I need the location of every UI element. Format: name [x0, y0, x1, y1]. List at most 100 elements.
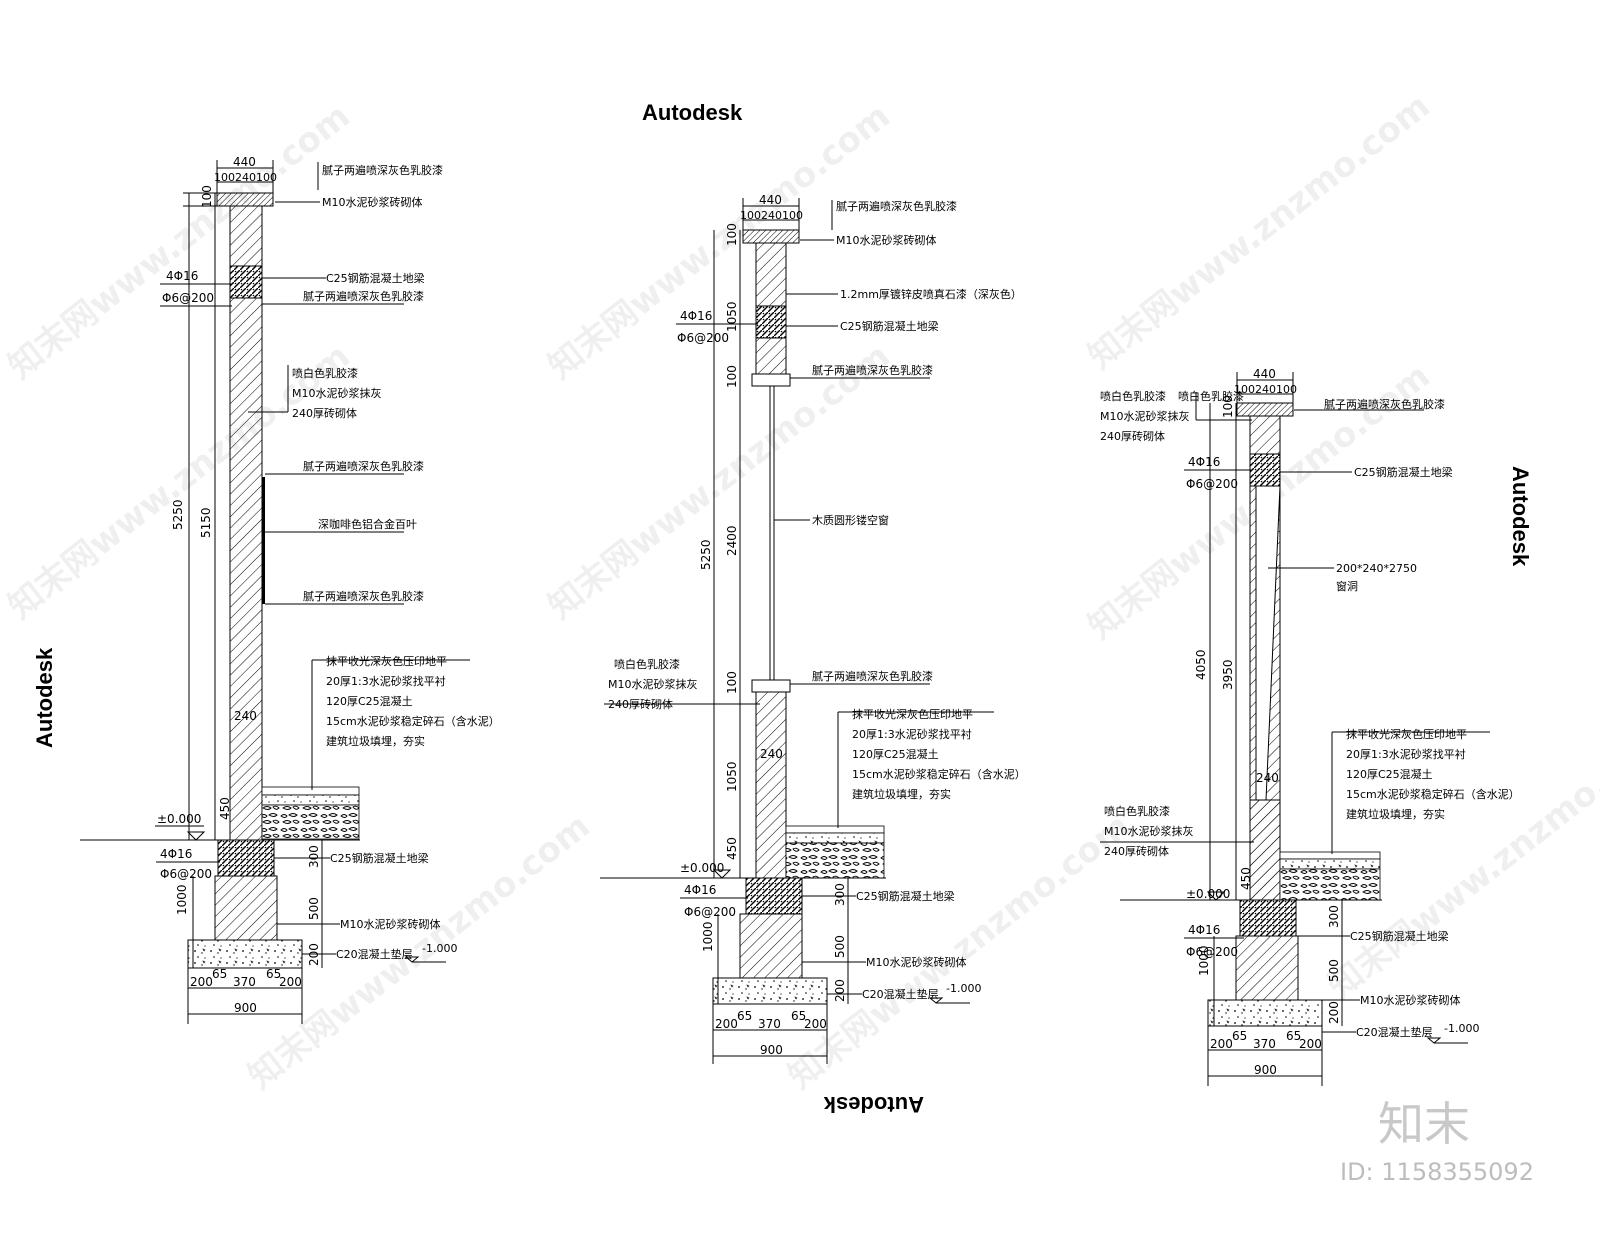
brand-right: Autodesk	[1508, 466, 1533, 567]
s2-pad	[712, 977, 828, 1005]
zhimo-logo: 知末	[1378, 1097, 1470, 1151]
s2-dim-440: 440	[759, 193, 782, 207]
s3-floor-5: 建筑垃圾填埋，夯实	[1346, 807, 1445, 821]
s3-floor-gravel	[1279, 868, 1381, 901]
s1-dim-inner: 5150	[199, 507, 213, 538]
s1-b65a: 65	[212, 967, 227, 981]
s3-note-beam: C25钢筋混凝土地梁	[1354, 465, 1453, 479]
s1-note-paint4: 腻子两遍喷深灰色乳胶漆	[303, 589, 424, 603]
s2-note-pad: C20混凝土垫层	[862, 987, 939, 1001]
s1-coping	[216, 192, 274, 207]
s1-gb-rebar: 4Φ16	[160, 847, 192, 861]
wall-section-1: 440 100240100 5250 5150 100 450 240 4Φ16…	[80, 155, 500, 1024]
s2-ground-level: ±0.000	[680, 861, 724, 875]
s2-note-beam: C25钢筋混凝土地梁	[840, 319, 939, 333]
s2-b900: 900	[760, 1043, 783, 1057]
s3-stirrup: Φ6@200	[1186, 477, 1238, 491]
s1-dim-base: 500	[307, 897, 321, 920]
s2-rebar: 4Φ16	[680, 309, 712, 323]
s1-note-gbeam: C25钢筋混凝土地梁	[330, 851, 429, 865]
s2-dim-plinth: 450	[725, 837, 739, 860]
s3-dim-plinth: 450	[1239, 867, 1253, 890]
s1-dim-found: 1000	[175, 884, 189, 915]
s2-b65b: 65	[791, 1009, 806, 1023]
s1-bottom-level: -1.000	[422, 942, 457, 955]
s1-b65b: 65	[266, 967, 281, 981]
s3-b900: 900	[1254, 1063, 1277, 1077]
s1-ground-beam	[217, 839, 275, 877]
s1-floor-gravel	[261, 804, 360, 840]
s3-note-pad: C20混凝土垫层	[1356, 1025, 1433, 1039]
s1-floor-2: 20厚1:3水泥砂浆找平衬	[326, 674, 446, 688]
s2-note-cap-paint: 腻子两遍喷深灰色乳胶漆	[836, 199, 957, 213]
watermark-text-0: 知末网www.znzmo.com	[1, 96, 358, 387]
s1-ring-beam	[229, 265, 263, 299]
s1-dim-plinth: 450	[218, 797, 232, 820]
s2-floor-gravel	[785, 842, 885, 879]
s2-gb-rebar: 4Φ16	[684, 883, 716, 897]
image-id: ID: 1158355092	[1340, 1158, 1534, 1186]
s3-dim-total: 4050	[1194, 649, 1208, 680]
s2-dim-found: 1000	[701, 921, 715, 952]
s2-dim-beam: 300	[833, 883, 847, 906]
s1-note-beam: C25钢筋混凝土地梁	[326, 271, 425, 285]
s1-note-brick: 240厚砖砌体	[292, 406, 357, 420]
s3-b65a: 65	[1232, 1029, 1247, 1043]
brand-bottom: Autodesk	[823, 1092, 924, 1117]
s3-note-plaster-l: M10水泥砂浆抹灰	[1100, 409, 1190, 423]
s2-floor-5: 建筑垃圾填埋，夯实	[852, 787, 951, 801]
s1-b370: 370	[233, 975, 256, 989]
s1-pad	[187, 939, 303, 969]
s2-dim-parts: 100240100	[740, 209, 803, 222]
s1-note-paint2: 腻子两遍喷深灰色乳胶漆	[303, 289, 424, 303]
s3-ring-beam	[1249, 453, 1281, 487]
s2-b200b: 200	[804, 1017, 827, 1031]
s2-dim-window: 2400	[725, 525, 739, 556]
s2-dim-upper: 1050	[725, 301, 739, 332]
s1-louver	[262, 477, 265, 604]
s2-b65a: 65	[737, 1009, 752, 1023]
s2-dim-240: 240	[760, 747, 783, 761]
s2-dim-base: 500	[833, 935, 847, 958]
s2-dim-lowcap: 100	[725, 671, 739, 694]
s1-floor-5: 建筑垃圾填埋，夯实	[326, 734, 425, 748]
s3-gb-rebar: 4Φ16	[1188, 923, 1220, 937]
s3-note-gbeam: C25钢筋混凝土地梁	[1350, 929, 1449, 943]
brand-top: Autodesk	[642, 100, 743, 125]
s3-dim-pad: 200	[1327, 1001, 1341, 1024]
s1-note-louver: 深咖啡色铝合金百叶	[318, 517, 417, 531]
s2-dim-lower: 1050	[725, 761, 739, 792]
wall-section-3: 440 100240100 4050 3950 100 450 240 4Φ16…	[1100, 367, 1520, 1086]
s2-note-window: 木质圆形镂空窗	[812, 513, 889, 527]
s2-brick-base	[739, 913, 803, 979]
s1-gb-stirrup: Φ6@200	[160, 867, 212, 881]
s2-dim-cap: 100	[725, 223, 739, 246]
s2-floor-4: 15cm水泥砂浆稳定碎石（含水泥）	[852, 767, 1026, 781]
s3-note-base: M10水泥砂浆砖砌体	[1360, 993, 1461, 1007]
s2-ring-beam	[755, 305, 787, 339]
s2-note-plaster: M10水泥砂浆抹灰	[608, 677, 698, 691]
s2-note-paint-sill: 腻子两遍喷深灰色乳胶漆	[812, 669, 933, 683]
s1-note-paint3: 腻子两遍喷深灰色乳胶漆	[303, 459, 424, 473]
s2-window-sill	[751, 679, 791, 693]
s1-floor-concrete	[261, 794, 360, 806]
s3-gb-stirrup: Φ6@200	[1186, 945, 1238, 959]
s2-stirrup: Φ6@200	[677, 331, 729, 345]
s3-note-white: 喷白色乳胶漆	[1178, 389, 1244, 403]
s2-note-metal: 1.2mm厚镀锌皮喷真石漆（深灰色）	[840, 287, 1022, 301]
s2-ground-beam	[745, 877, 803, 915]
s3-dim-beam: 300	[1327, 905, 1341, 928]
s2-dim-total: 5250	[699, 539, 713, 570]
s1-note-white: 喷白色乳胶漆	[292, 366, 358, 380]
s3-b370: 370	[1253, 1037, 1276, 1051]
s1-b200b: 200	[279, 975, 302, 989]
s2-floor-1: 抹平收光深灰色压印地平	[852, 707, 973, 721]
s3-pad	[1207, 999, 1323, 1027]
wall-section-2: 440 100240100 5250 100 1050 100 2400 100…	[600, 193, 1026, 1064]
s2-note-cap-mortar: M10水泥砂浆砖砌体	[836, 233, 937, 247]
s3-rebar: 4Φ16	[1188, 455, 1220, 469]
s3-coping	[1236, 402, 1294, 417]
s3-note-plaster2: M10水泥砂浆抹灰	[1104, 824, 1194, 838]
